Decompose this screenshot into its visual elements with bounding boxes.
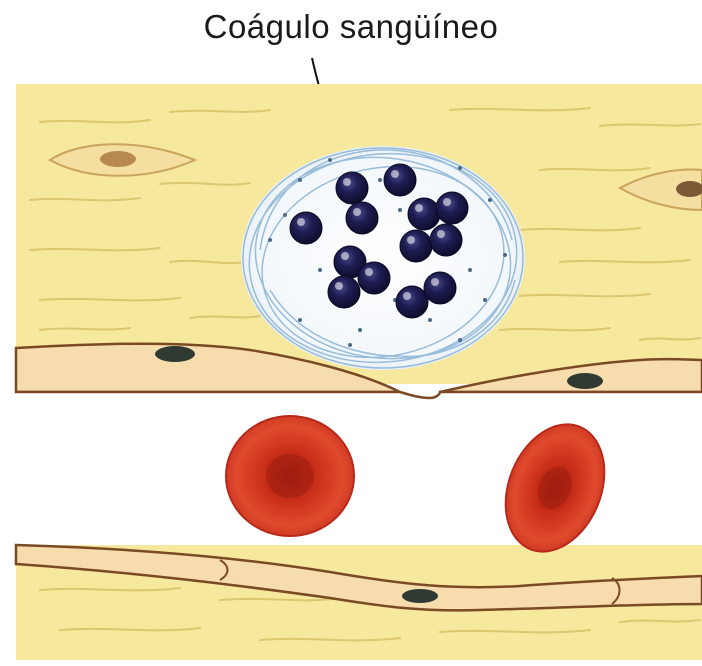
platelet — [358, 262, 390, 294]
endothelial-nucleus — [155, 346, 195, 362]
platelet — [436, 192, 468, 224]
platelet — [346, 202, 378, 234]
platelet — [384, 164, 416, 196]
platelet — [430, 224, 462, 256]
platelet — [400, 230, 432, 262]
platelet — [336, 172, 368, 204]
platelet — [408, 198, 440, 230]
red-blood-cell — [226, 416, 354, 536]
endothelial-nucleus — [567, 373, 603, 389]
platelet — [290, 212, 322, 244]
platelet — [328, 276, 360, 308]
platelet — [396, 286, 428, 318]
endothelial-nucleus — [402, 589, 438, 603]
platelet — [424, 272, 456, 304]
